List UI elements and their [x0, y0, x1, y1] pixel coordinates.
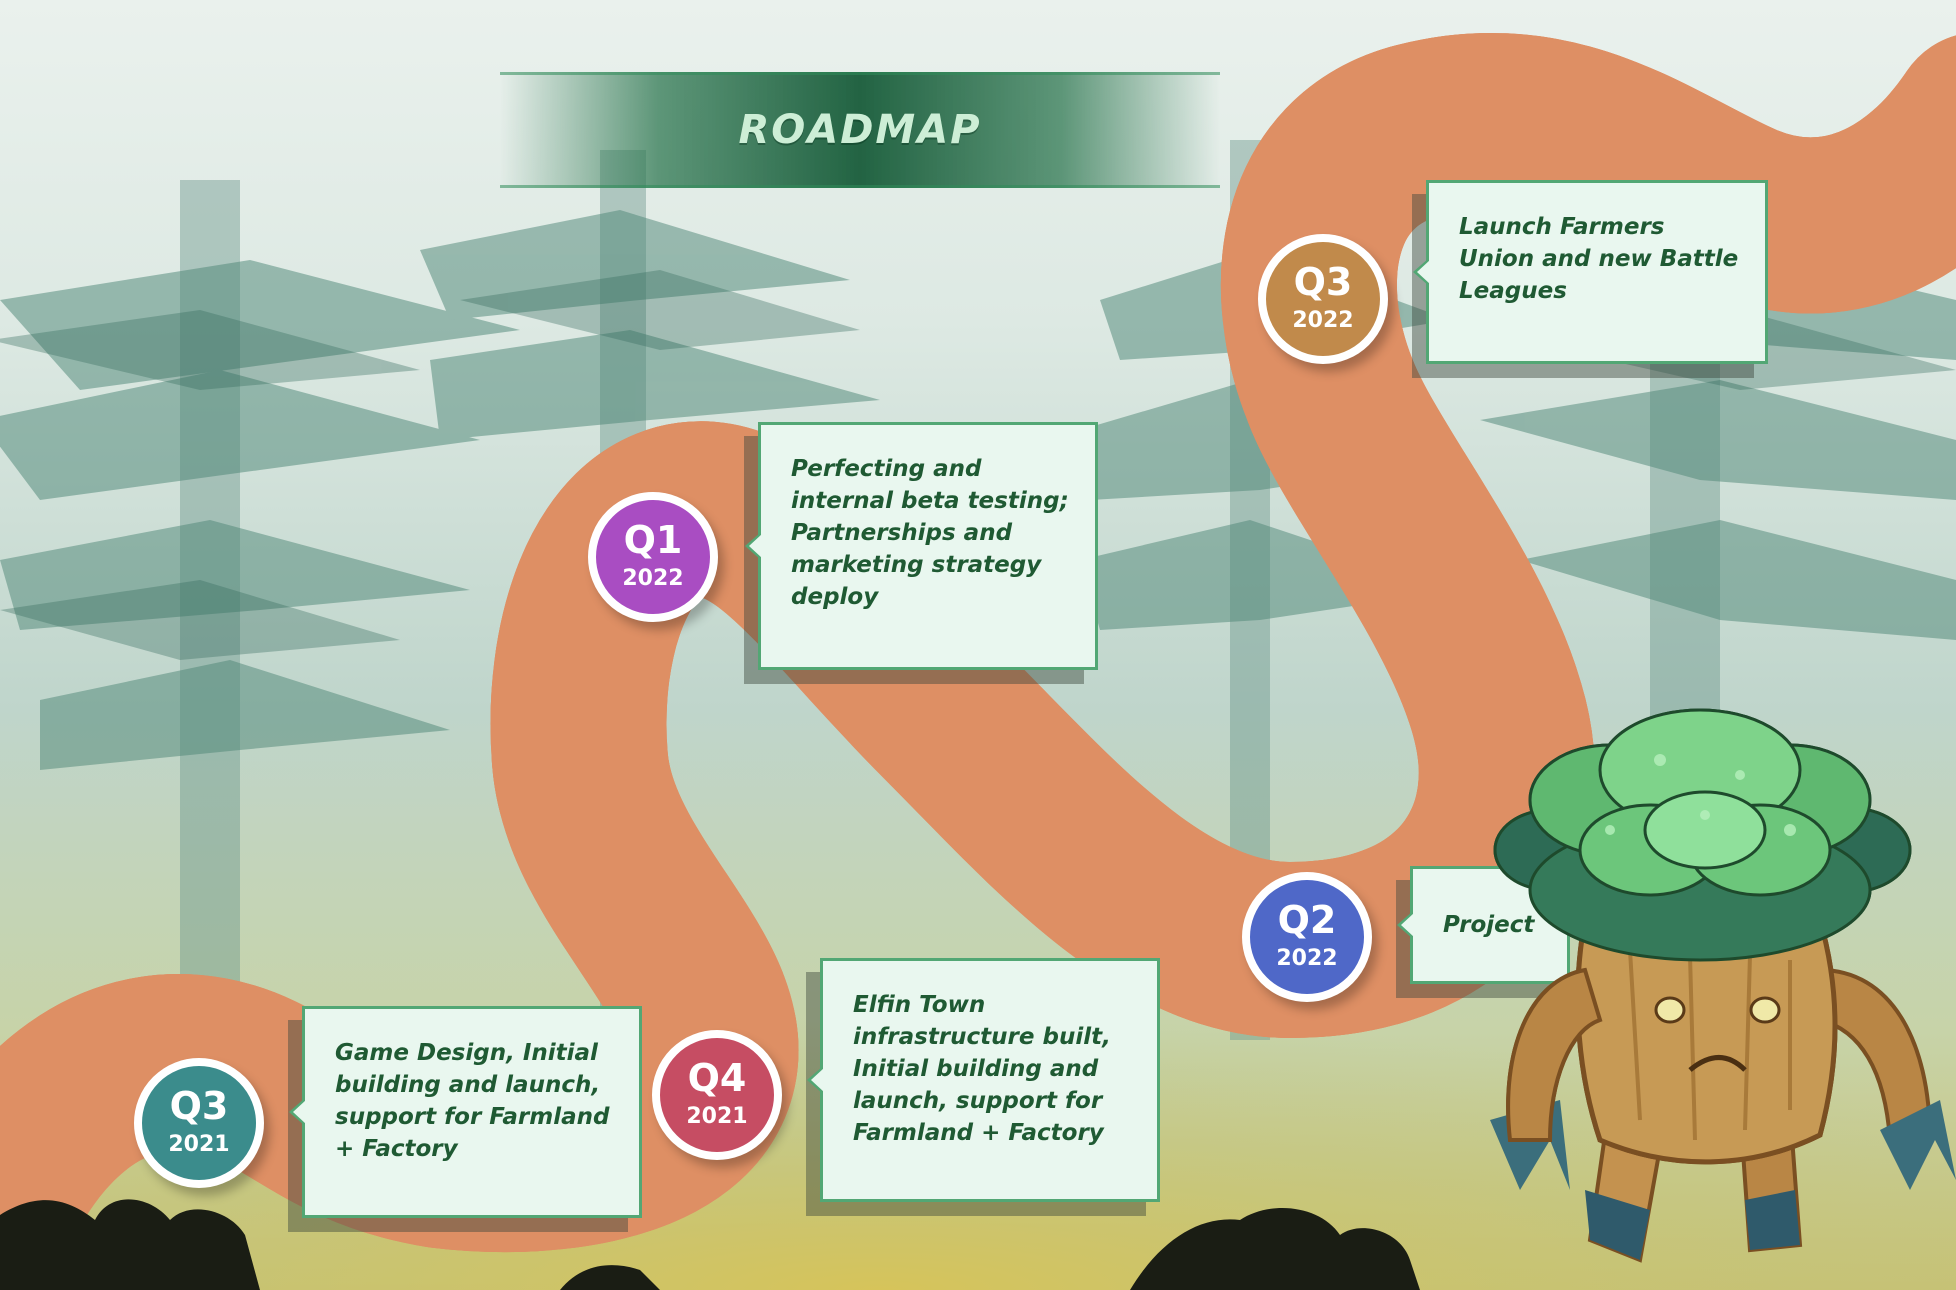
page-title: ROADMAP [738, 107, 982, 153]
badge-year: 2021 [686, 1104, 748, 1129]
milestone-card-q3-2022: Launch Farmers Union and new Battle Leag… [1413, 180, 1768, 364]
milestone-badge-q1-2022[interactable]: Q1 2022 [588, 492, 718, 622]
badge-year: 2022 [622, 566, 684, 591]
pine-branches [0, 210, 1956, 770]
badge-quarter: Q4 [687, 1056, 747, 1100]
badge-quarter: Q3 [1293, 260, 1353, 304]
milestone-badge-q3-2021[interactable]: Q3 2021 [134, 1058, 264, 1188]
milestone-badge-q2-2022[interactable]: Q2 2022 [1242, 872, 1372, 1002]
badge-year: 2022 [1276, 946, 1338, 971]
badge-quarter: Q2 [1277, 898, 1337, 942]
milestone-text: Launch Farmers Union and new Battle Leag… [1459, 214, 1739, 304]
milestone-text: Elfin Town infrastructure built, Initial… [853, 992, 1111, 1146]
badge-quarter: Q1 [623, 518, 683, 562]
milestone-badge-q3-2022[interactable]: Q3 2022 [1258, 234, 1388, 364]
milestone-badge-q4-2021[interactable]: Q4 2021 [652, 1030, 782, 1160]
milestone-card-q2-2022: Project [1397, 866, 1570, 984]
milestone-text: Perfecting and internal beta testing; Pa… [791, 456, 1069, 610]
milestone-text: Project [1443, 912, 1535, 938]
milestone-card-q1-2022: Perfecting and internal beta testing; Pa… [745, 422, 1098, 670]
milestone-card-q4-2021: Elfin Town infrastructure built, Initial… [807, 958, 1160, 1202]
milestone-card-q3-2021: Game Design, Initial building and launch… [289, 1006, 642, 1218]
milestone-text: Game Design, Initial building and launch… [335, 1040, 610, 1162]
badge-year: 2021 [168, 1132, 230, 1157]
foreground-foliage [0, 1199, 1420, 1290]
badge-quarter: Q3 [169, 1084, 229, 1128]
roadmap-banner: ROADMAP [500, 72, 1220, 188]
badge-year: 2022 [1292, 308, 1354, 333]
